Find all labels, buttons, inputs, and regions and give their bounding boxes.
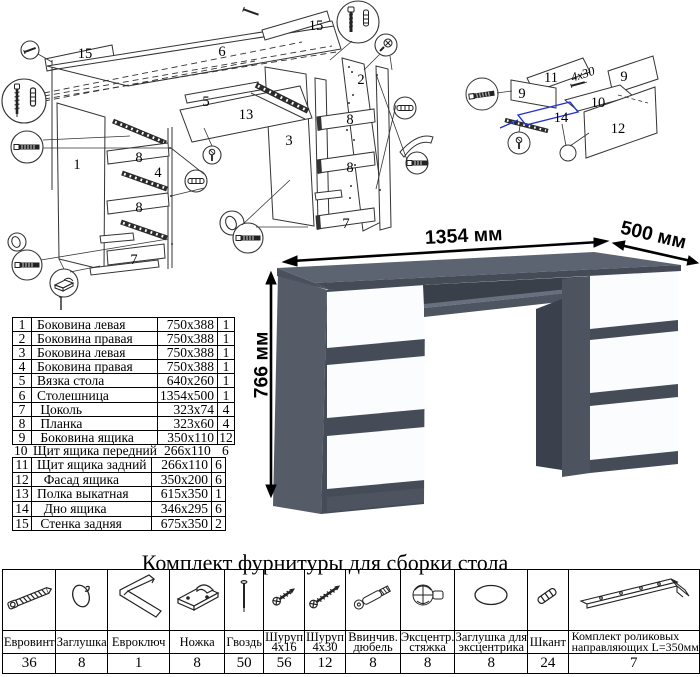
svg-text:12: 12 <box>611 121 626 137</box>
svg-text:8: 8 <box>135 200 142 216</box>
svg-text:7: 7 <box>342 216 349 232</box>
svg-text:6: 6 <box>218 44 225 60</box>
svg-text:1: 1 <box>73 157 80 173</box>
svg-text:1354 мм: 1354 мм <box>424 223 503 249</box>
svg-text:15: 15 <box>309 18 324 34</box>
svg-text:9: 9 <box>620 69 627 85</box>
svg-text:8: 8 <box>135 150 142 166</box>
svg-text:8: 8 <box>346 160 353 176</box>
svg-text:8: 8 <box>346 112 353 128</box>
svg-text:5: 5 <box>202 94 209 110</box>
svg-text:7: 7 <box>130 252 137 268</box>
svg-text:766 мм: 766 мм <box>251 332 273 399</box>
svg-text:2: 2 <box>357 72 364 88</box>
svg-text:11: 11 <box>544 70 558 86</box>
svg-text:15: 15 <box>78 46 93 62</box>
svg-text:4: 4 <box>154 165 162 181</box>
svg-text:13: 13 <box>239 107 254 123</box>
svg-text:14: 14 <box>554 110 569 126</box>
svg-text:9: 9 <box>518 86 525 102</box>
svg-text:3: 3 <box>285 133 292 149</box>
svg-text:10: 10 <box>591 95 606 111</box>
